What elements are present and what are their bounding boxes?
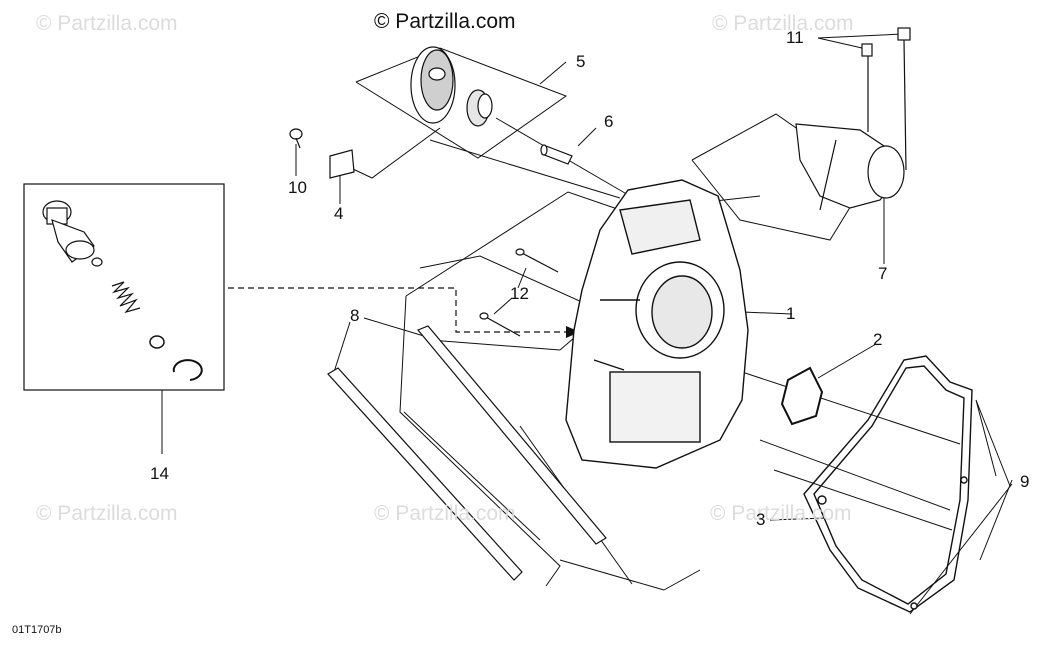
watermark: © Partzilla.com (710, 502, 852, 525)
callout-10: 10 (288, 178, 307, 197)
oring-part (780, 366, 824, 426)
callout-14: 14 (150, 464, 169, 483)
callout-8: 8 (350, 306, 360, 325)
callout-3: 3 (756, 510, 766, 529)
gasket-part (803, 355, 973, 613)
bolt-plate-part (289, 128, 355, 179)
callout-2: 2 (873, 330, 883, 349)
brand-title: © Partzilla.com (374, 10, 516, 33)
callout-4: 4 (334, 204, 344, 223)
callout-6: 6 (604, 112, 614, 131)
callout-11: 11 (786, 28, 804, 47)
watermark: © Partzilla.com (374, 502, 516, 525)
callout-5: 5 (576, 52, 586, 71)
spring-part (111, 281, 141, 314)
pin-part (540, 144, 573, 165)
crankcase-part (565, 179, 749, 469)
gear-part (410, 46, 493, 127)
watermark: © Partzilla.com (712, 12, 854, 35)
bolt-part (479, 248, 559, 337)
diagram-code: 01T1707b (12, 624, 62, 636)
callout-9: 9 (1020, 472, 1030, 491)
starter-motor-part (795, 27, 911, 211)
callout-7: 7 (878, 264, 888, 283)
drain-plug-part (42, 200, 95, 263)
callout-12: 12 (510, 284, 529, 303)
detail-inset-box (23, 183, 225, 391)
stud-part (327, 325, 607, 581)
dashed-arrow (228, 287, 570, 333)
watermark: © Partzilla.com (36, 502, 178, 525)
watermark: © Partzilla.com (36, 12, 178, 35)
callout-1: 1 (786, 304, 796, 323)
